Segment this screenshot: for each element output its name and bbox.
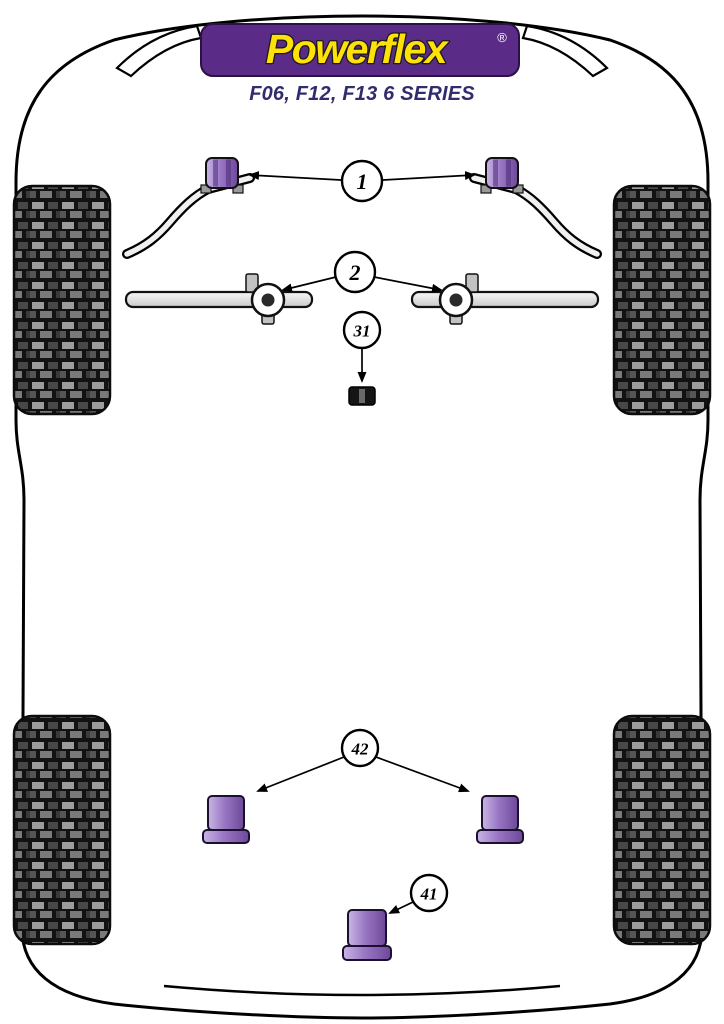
hood-seam-right [521,24,609,78]
rear-bush-42-right [476,795,524,844]
callout-31-label: 31 [353,322,371,341]
rear-bumper-seam [163,984,561,997]
control-arm-right [410,273,600,325]
control-arm-left [124,273,314,325]
callout-41[interactable]: 41 [409,873,449,913]
registered-trademark-icon: ® [497,30,507,45]
callout-42-arrow-right [375,756,470,793]
callout-1-arrow-right [382,171,476,181]
arb-bush-right [480,157,524,194]
tire-front-right [612,184,712,416]
callout-42-arrow-left [256,756,345,792]
callout-42[interactable]: 42 [340,728,380,768]
logo-wordmark: Powerflex [266,26,450,72]
rear-bush-42-left [202,795,250,844]
car-body-outline [14,14,710,1020]
tire-rear-left [12,714,112,946]
arb-bush-left [200,157,244,194]
callout-41-arrow [388,901,414,914]
logo-background [200,23,520,77]
callout-1-arrow-left [248,171,342,181]
callout-2-label: 2 [349,260,361,285]
callout-31[interactable]: 31 [342,310,382,350]
callout-1-label: 1 [357,169,368,194]
rear-bush-41 [342,909,392,961]
callout-2-arrow-left [281,276,337,293]
callout-1[interactable]: 1 [340,159,384,203]
callout-2[interactable]: 2 [333,250,377,294]
tire-rear-right [612,714,712,946]
tire-front-left [12,184,112,416]
callout-42-label: 42 [351,740,370,759]
powerflex-logo: Powerflex ® [200,23,520,77]
callout-2-arrow-right [373,276,443,293]
anti-roll-bar-right [469,173,602,259]
steering-bush [348,386,376,406]
callout-41-label: 41 [420,885,438,904]
model-subtitle: F06, F12, F13 6 SERIES [249,83,475,105]
anti-roll-bar-left [122,173,255,259]
